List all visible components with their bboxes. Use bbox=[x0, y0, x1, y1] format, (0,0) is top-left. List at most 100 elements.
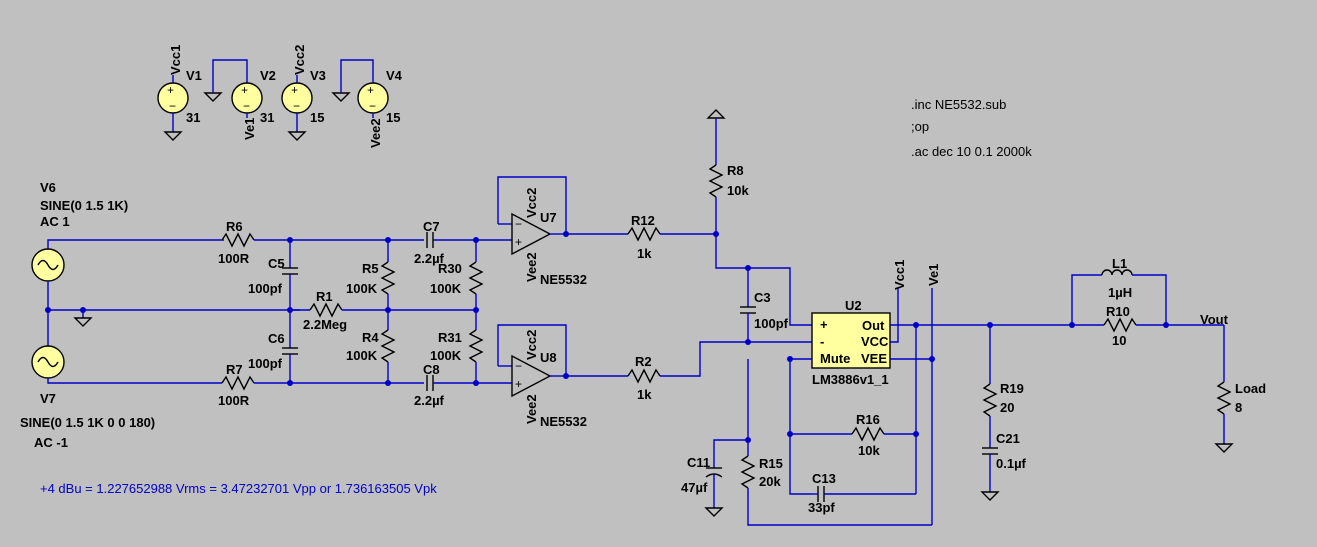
net-label-vout: Vout bbox=[1200, 312, 1229, 327]
capacitor-c8[interactable]: C8 2.2µf bbox=[414, 362, 512, 408]
svg-text:Vee2: Vee2 bbox=[524, 252, 539, 282]
resistor-r6[interactable]: R6 100R bbox=[218, 219, 255, 266]
capacitor-c3[interactable]: C3 100pf bbox=[740, 268, 789, 342]
svg-text:R10: R10 bbox=[1106, 304, 1130, 319]
svg-text:R2: R2 bbox=[635, 354, 652, 369]
svg-text:1µH: 1µH bbox=[1108, 285, 1132, 300]
svg-text:100K: 100K bbox=[430, 348, 462, 363]
svg-text:Vcc1: Vcc1 bbox=[892, 260, 907, 290]
resistor-r5[interactable]: R5 100K bbox=[346, 240, 396, 310]
svg-text:Vee2: Vee2 bbox=[524, 394, 539, 424]
svg-text:VCC: VCC bbox=[861, 334, 889, 349]
svg-text:Vcc2: Vcc2 bbox=[292, 45, 307, 75]
capacitor-c13[interactable]: C13 33pf bbox=[808, 471, 916, 515]
svg-text:2.2Meg: 2.2Meg bbox=[303, 317, 347, 332]
svg-text:20: 20 bbox=[1000, 400, 1014, 415]
supply-v2[interactable]: + − Ve1 V2 31 bbox=[203, 59, 276, 140]
svg-text:Ve1: Ve1 bbox=[242, 118, 257, 140]
svg-text:100pf: 100pf bbox=[248, 356, 283, 371]
capacitor-c6[interactable]: C6 100pf bbox=[248, 310, 298, 383]
resistor-r2[interactable]: R2 1k bbox=[566, 341, 812, 402]
svg-text:NE5532: NE5532 bbox=[540, 272, 587, 287]
power-amp-u2[interactable]: U2 + - Mute Out VCC VEE LM3886v1_1 bbox=[811, 298, 891, 387]
resistor-r19[interactable]: R19 20 bbox=[982, 325, 1024, 417]
svg-text:SINE(0 1.5 1K): SINE(0 1.5 1K) bbox=[40, 198, 128, 213]
svg-text:AC 1: AC 1 bbox=[40, 214, 70, 229]
svg-text:R30: R30 bbox=[438, 261, 462, 276]
svg-text:Vcc2: Vcc2 bbox=[524, 188, 539, 218]
resistor-load[interactable]: Load 8 bbox=[1214, 325, 1266, 453]
svg-text:100pf: 100pf bbox=[754, 316, 789, 331]
resistor-r15[interactable]: R15 20k bbox=[740, 440, 783, 489]
supply-v3[interactable]: + − Vcc2 V3 15 bbox=[281, 45, 326, 141]
opamp-u8[interactable]: − + Vcc2 Vee2 U8 NE5532 bbox=[497, 324, 587, 429]
svg-text:0.1µf: 0.1µf bbox=[996, 456, 1027, 471]
resistor-r31[interactable]: R31 100K bbox=[430, 310, 484, 383]
svg-text:R5: R5 bbox=[362, 261, 379, 276]
svg-text:SINE(0 1.5 1K 0 0 180): SINE(0 1.5 1K 0 0 180) bbox=[20, 415, 155, 430]
supply-v4[interactable]: + − Vee2 V4 15 bbox=[331, 59, 403, 148]
svg-text:10k: 10k bbox=[727, 183, 749, 198]
svg-text:−: − bbox=[369, 99, 376, 113]
capacitor-c5[interactable]: C5 100pf bbox=[248, 240, 298, 310]
svg-text:C8: C8 bbox=[423, 362, 440, 377]
supply-v1[interactable]: + − Vcc1 V1 31 bbox=[157, 45, 202, 141]
svg-text:15: 15 bbox=[386, 110, 400, 125]
svg-text:−: − bbox=[243, 99, 250, 113]
svg-text:100R: 100R bbox=[218, 251, 250, 266]
svg-text:C11: C11 bbox=[687, 455, 710, 470]
svg-text:Vcc2: Vcc2 bbox=[524, 330, 539, 360]
directive-op[interactable]: ;op bbox=[911, 119, 929, 134]
svg-text:R6: R6 bbox=[226, 219, 243, 234]
svg-text:10k: 10k bbox=[858, 443, 880, 458]
svg-text:V2: V2 bbox=[260, 68, 276, 83]
svg-text:AC -1: AC -1 bbox=[34, 435, 68, 450]
svg-text:C6: C6 bbox=[268, 331, 285, 346]
svg-text:+: + bbox=[515, 235, 522, 249]
svg-text:R1: R1 bbox=[316, 289, 333, 304]
resistor-r30[interactable]: R30 100K bbox=[430, 240, 484, 310]
svg-text:R8: R8 bbox=[727, 163, 744, 178]
directive-ac[interactable]: .ac dec 10 0.1 2000k bbox=[911, 144, 1032, 159]
capacitor-c7[interactable]: C7 2.2µf bbox=[414, 219, 512, 266]
svg-text:Out: Out bbox=[862, 318, 885, 333]
svg-text:LM3886v1_1: LM3886v1_1 bbox=[812, 372, 889, 387]
capacitor-c11[interactable]: C11 47µf bbox=[681, 439, 748, 517]
resistor-r16[interactable]: R16 10k bbox=[790, 412, 916, 458]
svg-text:−: − bbox=[169, 99, 176, 113]
svg-text:C7: C7 bbox=[423, 219, 440, 234]
svg-text:R16: R16 bbox=[856, 412, 880, 427]
opamp-u7[interactable]: − + Vcc2 Vee2 U7 NE5532 bbox=[497, 176, 587, 287]
note-comment[interactable]: +4 dBu = 1.227652988 Vrms = 3.47232701 V… bbox=[40, 481, 437, 496]
resistor-r8[interactable]: R8 10k bbox=[706, 109, 812, 326]
source-v6[interactable]: V6 SINE(0 1.5 1K) AC 1 bbox=[31, 180, 224, 310]
svg-text:U7: U7 bbox=[540, 210, 557, 225]
directive-include[interactable]: .inc NE5532.sub bbox=[911, 97, 1006, 112]
svg-text:Vcc1: Vcc1 bbox=[168, 45, 183, 75]
svg-text:100K: 100K bbox=[430, 281, 462, 296]
svg-text:100K: 100K bbox=[346, 281, 378, 296]
svg-text:−: − bbox=[515, 359, 522, 373]
svg-text:2.2µf: 2.2µf bbox=[414, 251, 445, 266]
svg-text:8: 8 bbox=[1235, 400, 1242, 415]
svg-text:+: + bbox=[241, 83, 248, 97]
resistor-r12[interactable]: R12 1k bbox=[566, 213, 716, 261]
svg-text:R19: R19 bbox=[1000, 381, 1024, 396]
inductor-l1[interactable]: L1 1µH bbox=[1071, 256, 1167, 325]
svg-text:100pf: 100pf bbox=[248, 281, 283, 296]
svg-text:V7: V7 bbox=[40, 391, 56, 406]
svg-text:1k: 1k bbox=[637, 387, 652, 402]
svg-text:R4: R4 bbox=[362, 330, 379, 345]
ground-symbol bbox=[73, 317, 93, 327]
capacitor-c21[interactable]: C21 0.1µf bbox=[980, 416, 1027, 501]
svg-text:100K: 100K bbox=[346, 348, 378, 363]
resistor-r1[interactable]: R1 2.2Meg bbox=[290, 289, 476, 332]
svg-text:C13: C13 bbox=[812, 471, 836, 486]
resistor-r4[interactable]: R4 100K bbox=[346, 310, 396, 383]
resistor-r10[interactable]: R10 10 bbox=[1072, 304, 1224, 348]
svg-text:Mute: Mute bbox=[820, 351, 850, 366]
svg-text:V1: V1 bbox=[186, 68, 202, 83]
resistor-r7[interactable]: R7 100R bbox=[218, 362, 255, 408]
svg-text:+: + bbox=[367, 83, 374, 97]
source-v7[interactable]: V7 SINE(0 1.5 1K 0 0 180) AC -1 bbox=[20, 310, 222, 450]
